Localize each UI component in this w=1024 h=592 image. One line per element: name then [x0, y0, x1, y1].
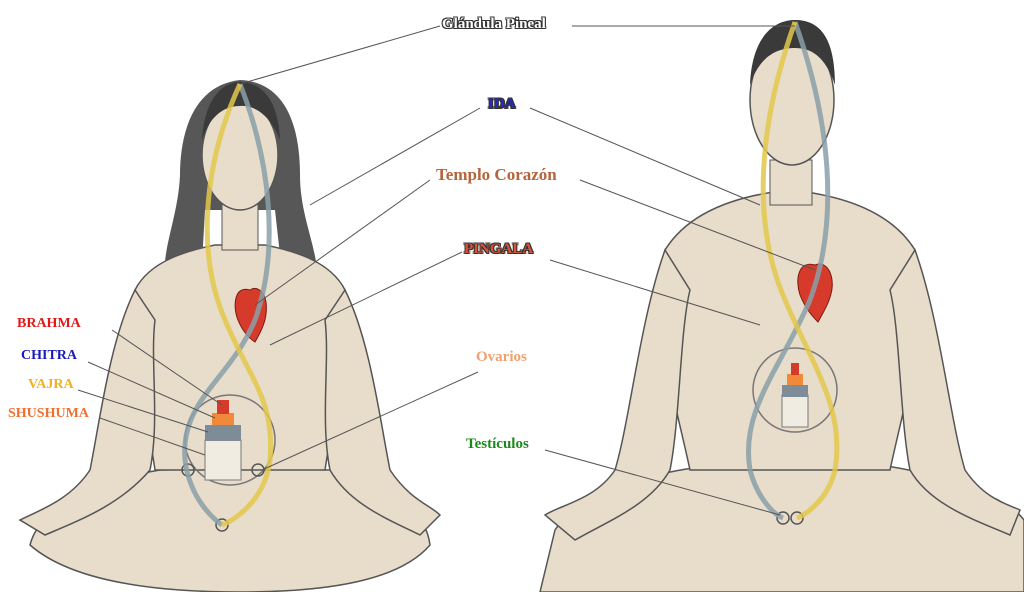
label-ovarios: Ovarios [476, 350, 527, 365]
label-brahma: BRAHMA [17, 317, 81, 331]
male-shushuma-cylinder [782, 395, 808, 427]
label-chitra: CHITRA [21, 349, 77, 363]
female-chitra-band [212, 413, 234, 425]
label-templo-corazon: Templo Corazón [436, 166, 557, 183]
male-neck [770, 160, 812, 205]
label-ida: IDA [488, 97, 516, 112]
label-glandula-pineal: Glándula Pineal [442, 17, 546, 32]
label-shushuma: SHUSHUMA [8, 407, 89, 421]
male-torso [660, 190, 919, 470]
male-vajra-band [782, 385, 808, 397]
pineal-line-left [240, 26, 440, 84]
ida-line-right [530, 108, 760, 205]
male-chitra-band [787, 374, 803, 385]
male-brahma-band [791, 363, 799, 375]
female-shushuma-cylinder [205, 440, 241, 480]
label-testiculos: Testículos [466, 437, 529, 452]
ida-line-left [310, 108, 480, 205]
label-pingala: PINGALA [464, 242, 533, 257]
male-figure [540, 20, 1024, 592]
female-vajra-band [205, 425, 241, 441]
female-brahma-band [217, 400, 229, 414]
female-figure [20, 80, 440, 592]
label-vajra: VAJRA [28, 378, 74, 392]
